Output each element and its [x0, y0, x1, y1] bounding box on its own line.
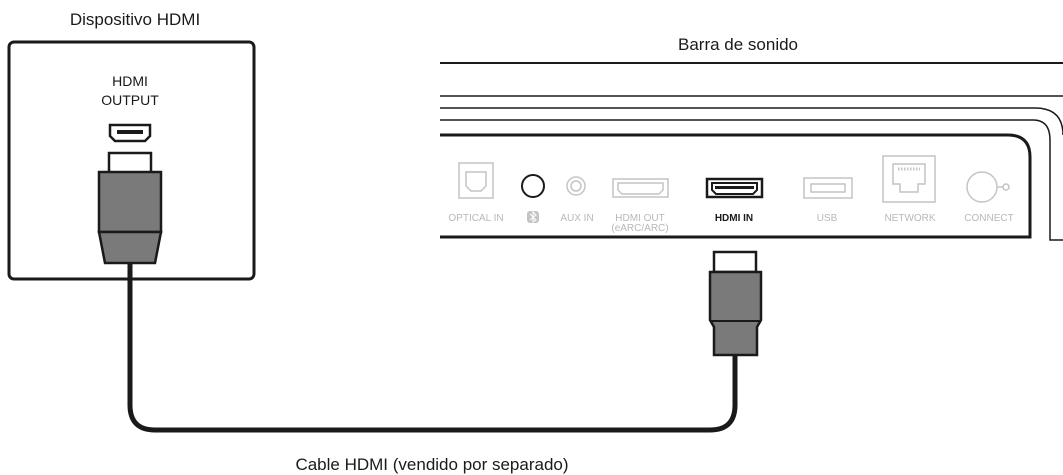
- usb-label: USB: [817, 213, 838, 224]
- hdmi-output-port-icon: [108, 123, 152, 143]
- soundbar-body: [440, 62, 1063, 241]
- hdmi-in-label: HDMI IN: [715, 213, 753, 224]
- aux-in-port-icon: [566, 176, 586, 196]
- round-jack-port-icon: [521, 174, 545, 198]
- aux-in-label: AUX IN: [560, 213, 593, 224]
- hdmi-output-label-line2: OUTPUT: [101, 92, 159, 108]
- hdmi-plug-device-side: [97, 151, 163, 265]
- optical-in-port-icon: [458, 162, 494, 199]
- connect-label: CONNECT: [964, 213, 1013, 224]
- hdmi-output-label-line1: HDMI: [112, 73, 148, 89]
- usb-port-icon: [803, 177, 853, 199]
- hdmi-out-sub-label: (eARC/ARC): [611, 223, 668, 234]
- optical-in-label: OPTICAL IN: [448, 213, 503, 224]
- soundbar-title: Barra de sonido: [678, 35, 798, 54]
- network-label: NETWORK: [884, 213, 935, 224]
- hdmi-in-port-icon: [705, 177, 764, 199]
- cable-caption: Cable HDMI (vendido por separado): [295, 455, 568, 474]
- network-port-icon: [882, 155, 936, 203]
- hdmi-plug-soundbar-side: [708, 250, 763, 357]
- bluetooth-icon: [527, 210, 539, 223]
- connect-button-icon: [966, 171, 1010, 203]
- hdmi-out-port-icon: [612, 178, 669, 198]
- device-title: Dispositivo HDMI: [70, 10, 200, 29]
- hdmi-out-label: HDMI OUT: [615, 213, 664, 224]
- hdmi-cable: [127, 260, 738, 433]
